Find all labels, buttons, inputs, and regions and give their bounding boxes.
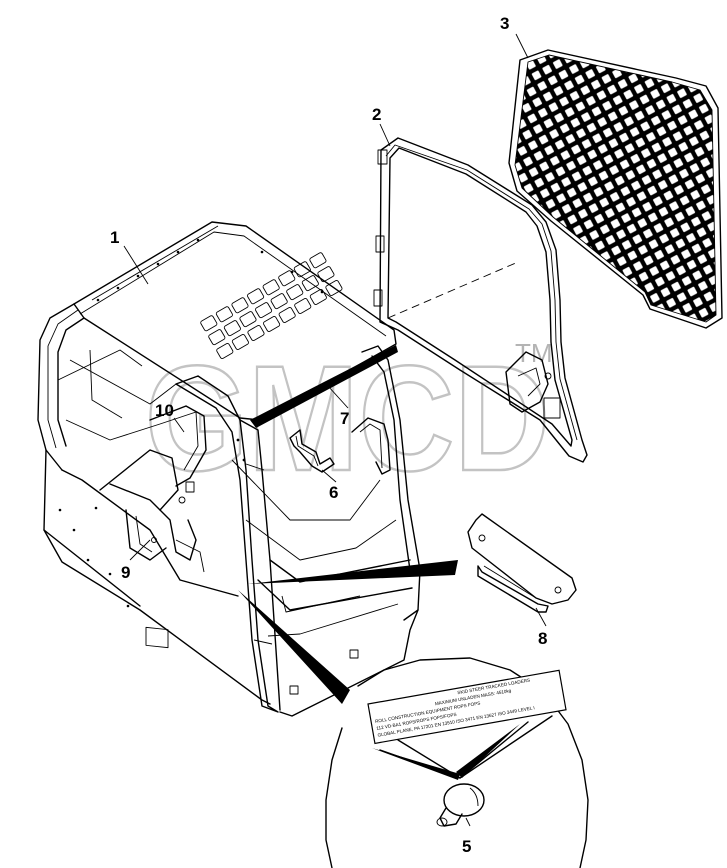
warning-decal: SKID STEER TRACKED LOADERS MAXIMUM UNLAD… [367,669,567,745]
callout-5: 5 [462,837,471,856]
callouts: 1 2 3 5 6 7 8 9 10 [110,14,547,856]
control-brackets [99,405,207,573]
callout-1: 1 [110,228,119,247]
callout-3: 3 [500,14,509,33]
screen-panel [508,49,723,329]
callout-9: 9 [121,563,130,582]
watermark-trademark: TM [515,338,553,368]
callout-8: 8 [538,629,547,648]
callout-10: 10 [155,401,174,420]
decal-detail: SKID STEER TRACKED LOADERS MAXIMUM UNLAD… [238,590,589,868]
roof-vents [200,252,343,359]
callout-7: 7 [340,409,349,428]
plate-8-detail [248,513,577,613]
cab [37,221,421,717]
leader-lines [123,33,547,827]
door-frame [373,137,588,463]
bracket-6 [289,429,335,473]
watermark: GMCD TM [144,333,553,504]
knob [436,783,485,827]
watermark-text: GMCD [145,334,550,502]
callout-6: 6 [329,483,338,502]
callout-2: 2 [372,105,381,124]
